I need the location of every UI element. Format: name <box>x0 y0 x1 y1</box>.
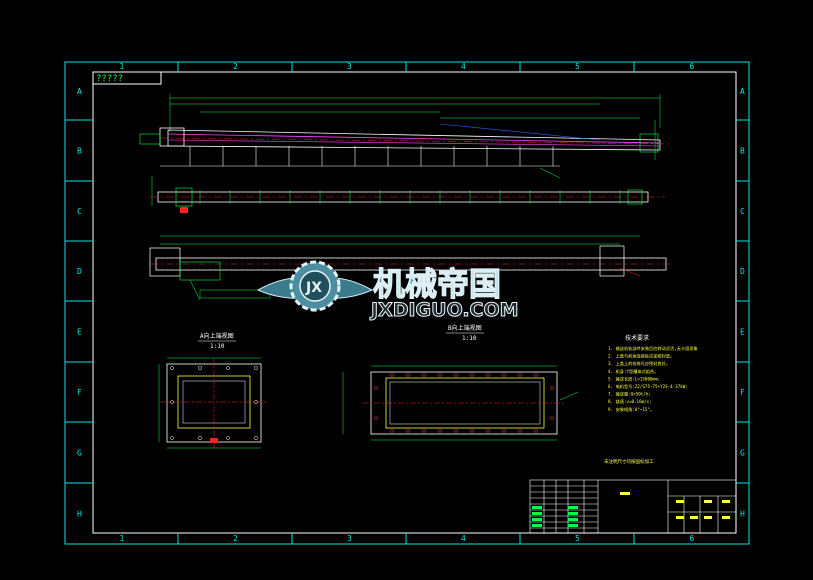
watermark-url-text: JXDIGUO.COM <box>369 299 519 321</box>
zone-row-label-right: B <box>740 147 745 156</box>
tech-note-line: 6. 电机型号:Z2/S75-75+Y2S-4-37kW; <box>608 383 688 390</box>
zone-column-label-top: 4 <box>461 62 466 71</box>
zone-column-label-top: 2 <box>233 62 238 71</box>
plan-view <box>150 176 665 213</box>
zone-row-label-left: H <box>77 510 82 519</box>
bottom-note: 未注明尺寸均按国标加工 <box>604 458 654 465</box>
title-block-cell-mark <box>532 518 542 521</box>
title-block-cell-mark <box>568 506 578 509</box>
zone-row-label-left: D <box>77 267 82 276</box>
zone-ticks <box>65 62 749 544</box>
tech-note-line: 4. 机身:Y型槽体式组合。 <box>608 368 658 375</box>
tech-note-line: 8. 链速:v=0.16m/s; <box>608 398 652 405</box>
tech-note-line: 2. 上盖与机体连接处应加密封垫。 <box>608 353 674 360</box>
zone-column-label-bottom: 2 <box>233 534 238 543</box>
zone-row-label-right: E <box>740 328 745 337</box>
title-block-cell-mark <box>722 516 730 519</box>
zone-row-label-right: C <box>740 207 745 216</box>
view-title-text: ????? <box>96 74 123 84</box>
title-block-cell-mark <box>704 500 712 503</box>
tech-note-line: 5. 输送长度:L=15000mm; <box>608 375 660 382</box>
zone-column-label-bottom: 6 <box>690 534 695 543</box>
title-block-cell-mark <box>676 516 684 519</box>
zone-column-label-bottom: 5 <box>575 534 580 543</box>
title-block-cell-mark <box>568 512 578 515</box>
title-block-cell-mark <box>532 524 542 527</box>
section-a-scale: 1:10 <box>210 343 225 350</box>
title-block-cell-mark <box>722 500 730 503</box>
tech-note-line: 3. 上盖上的检修孔应密封良好。 <box>608 360 670 367</box>
section-a-view: A向上端视图 1:10 <box>158 332 268 449</box>
inner-frame <box>92 71 737 534</box>
watermark-gear-letters: JX <box>305 280 322 296</box>
title-block-cell-mark <box>690 516 698 519</box>
zone-row-label-left: B <box>77 147 82 156</box>
lower-elevation-view <box>149 235 670 301</box>
elevation-view <box>139 94 671 179</box>
zone-column-label-top: 1 <box>120 62 125 71</box>
tech-note-line: 9. 安装倾角:0°~15°。 <box>608 406 654 413</box>
section-b-label: B向上端视图 <box>448 324 482 332</box>
zone-column-label-bottom: 4 <box>461 534 466 543</box>
section-a-label: A向上端视图 <box>200 332 234 340</box>
title-block-cell-mark <box>532 506 542 509</box>
title-block-cell-mark <box>620 492 630 495</box>
zone-row-label-left: G <box>77 449 82 458</box>
zone-row-label-right: A <box>740 87 745 96</box>
watermark: JX 机械帝国 JXDIGUO.COM <box>256 260 519 322</box>
zone-column-label-top: 3 <box>347 62 352 71</box>
view-title-tab <box>92 71 162 85</box>
zone-column-label-bottom: 3 <box>347 534 352 543</box>
zone-row-label-right: G <box>740 449 745 458</box>
zone-row-labels: A A B B C C D D E E F F G G H H <box>77 87 745 519</box>
zone-column-label-bottom: 1 <box>120 534 125 543</box>
tech-notes-heading: 技术要求 <box>625 334 649 342</box>
zone-row-label-right: F <box>740 388 745 397</box>
zone-column-label-top: 6 <box>690 62 695 71</box>
title-block-cell-mark <box>568 518 578 521</box>
zone-row-label-left: E <box>77 328 82 337</box>
zone-row-label-right: D <box>740 267 745 276</box>
zone-column-label-top: 5 <box>575 62 580 71</box>
watermark-chinese-text: 机械帝国 <box>373 265 501 303</box>
tech-note-line: 7. 输送量:Q=50t/h; <box>608 391 651 398</box>
title-block-cell-mark <box>532 512 542 515</box>
zone-row-label-left: A <box>77 87 82 96</box>
title-block-cell-mark <box>676 500 684 503</box>
outer-frame <box>64 61 750 545</box>
zone-row-label-left: F <box>77 388 82 397</box>
title-block-cell-mark <box>704 516 712 519</box>
tech-note-line: 1. 输送机各部件安装后应转动灵活,无卡阻现象 <box>608 345 698 352</box>
section-b-view: B向上端视图 1:10 <box>342 324 579 441</box>
title-block <box>529 479 737 534</box>
title-block-cells <box>532 492 730 527</box>
zone-column-labels: 1 1 2 2 3 3 4 4 5 5 6 6 <box>120 62 695 543</box>
section-b-scale: 1:10 <box>462 335 477 342</box>
zone-row-label-right: H <box>740 510 745 519</box>
zone-row-label-left: C <box>77 207 82 216</box>
title-block-cell-mark <box>568 524 578 527</box>
